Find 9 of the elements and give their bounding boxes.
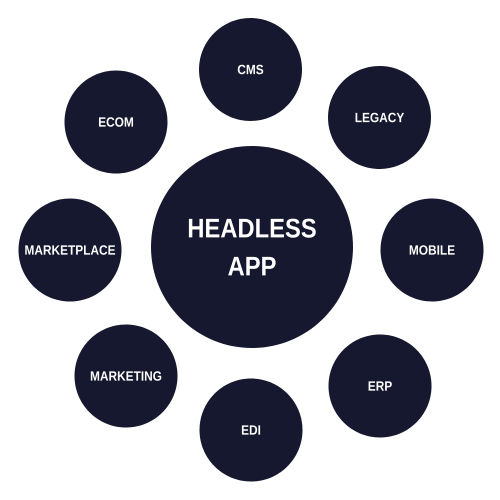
circle-node: MARKETPLACE xyxy=(18,198,122,302)
circle-node: LEGACY xyxy=(328,66,431,169)
circle-node: CMS xyxy=(199,18,302,121)
circle-node: MOBILE xyxy=(380,198,484,302)
circle-node: EDI xyxy=(200,378,302,482)
circle-node: MARKETING xyxy=(74,324,178,428)
circle-node: HEADLESS APP xyxy=(151,146,353,348)
circle-node: ECOM xyxy=(64,70,168,174)
circle-node: ERP xyxy=(328,334,432,438)
